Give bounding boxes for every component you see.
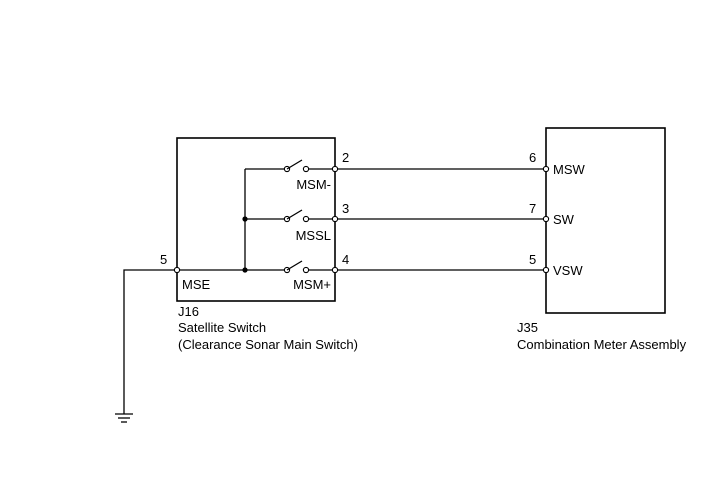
j35-pin-7-number: 7 bbox=[529, 201, 536, 216]
junction-dot bbox=[242, 216, 248, 222]
j16-pin-4-label: MSM+ bbox=[293, 277, 331, 292]
j16-pin-2-label: MSM- bbox=[296, 177, 331, 192]
switch-msm-minus bbox=[283, 159, 335, 173]
j16-component-name: Satellite Switch bbox=[178, 320, 266, 335]
j16-pin-5-number: 5 bbox=[160, 252, 167, 267]
j16-pin-2-number: 2 bbox=[342, 150, 349, 165]
switch-msm-plus bbox=[283, 260, 335, 274]
j16-pin-3-number: 3 bbox=[342, 201, 349, 216]
j35-pin-6-label: MSW bbox=[553, 162, 586, 177]
j16-pin-4-marker bbox=[331, 266, 339, 274]
j35-pin-5-number: 5 bbox=[529, 252, 536, 267]
j16-pin-4-number: 4 bbox=[342, 252, 349, 267]
j16-connector-id: J16 bbox=[178, 304, 199, 319]
j16-pin-5-label: MSE bbox=[182, 277, 211, 292]
ground-wire bbox=[123, 269, 177, 414]
ground-icon bbox=[115, 413, 133, 423]
j35-pin-7-marker bbox=[542, 215, 550, 223]
switch-mssl bbox=[283, 209, 335, 223]
j16-pin-2-marker bbox=[331, 165, 339, 173]
j35-pin-6-number: 6 bbox=[529, 150, 536, 165]
j35-pin-6-marker bbox=[542, 165, 550, 173]
j35-pin-5-marker bbox=[542, 266, 550, 274]
j35-connector-id: J35 bbox=[517, 320, 538, 335]
junction-dot bbox=[242, 267, 248, 273]
j16-component-subname: (Clearance Sonar Main Switch) bbox=[178, 337, 358, 352]
j16-pin-3-marker bbox=[331, 215, 339, 223]
j35-pin-5-label: VSW bbox=[553, 263, 583, 278]
j35-component-name: Combination Meter Assembly bbox=[517, 337, 687, 352]
j35-pin-7-label: SW bbox=[553, 212, 575, 227]
j16-pin-3-label: MSSL bbox=[296, 228, 331, 243]
j16-pin-5-marker bbox=[173, 266, 181, 274]
